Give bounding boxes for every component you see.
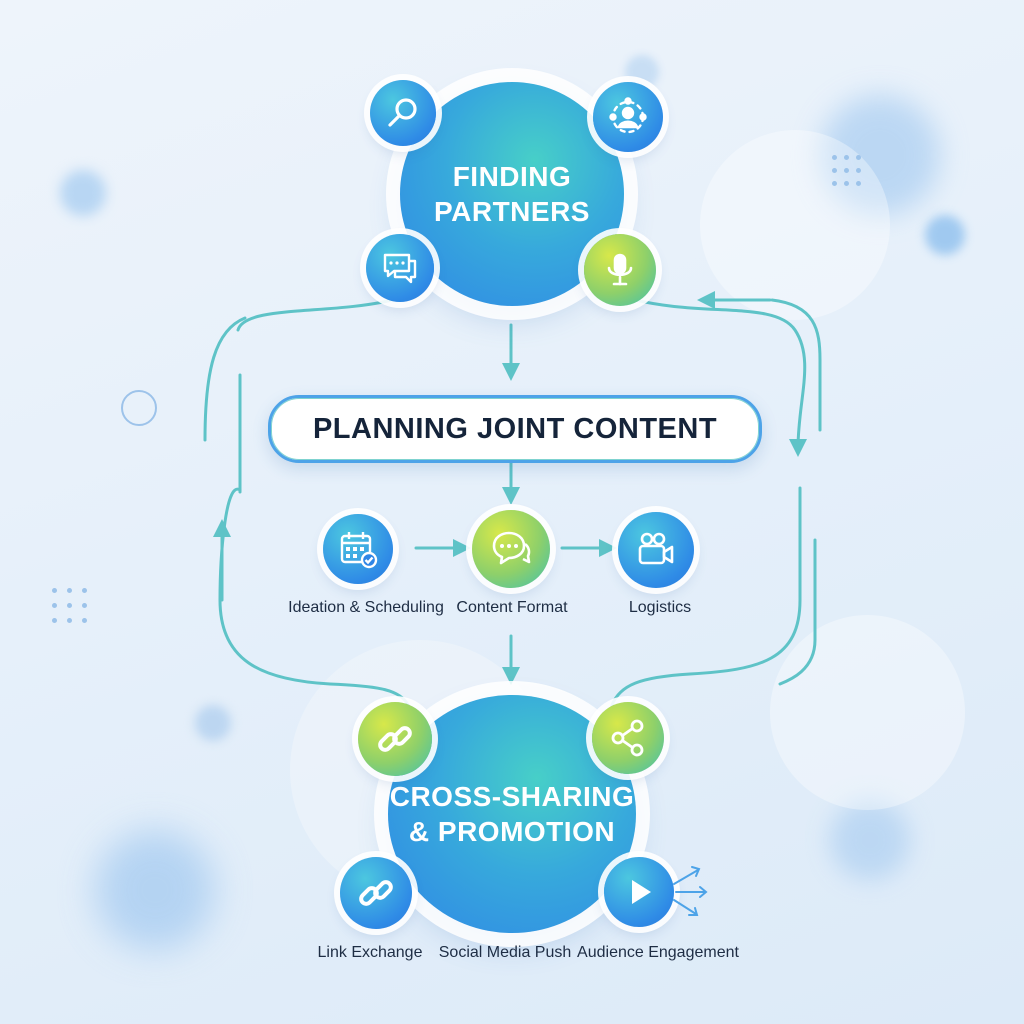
planning-joint-content-bar: PLANNING JOINT CONTENT xyxy=(268,395,762,463)
calendar-icon xyxy=(323,514,393,584)
background-blob xyxy=(770,615,965,810)
decorative-dots xyxy=(52,588,87,623)
cross-sharing-line1: CROSS-SHARING xyxy=(389,781,635,812)
background-blob xyxy=(925,215,965,255)
background-blob xyxy=(195,705,231,741)
left-loop-outer xyxy=(236,298,394,332)
background-blob xyxy=(830,800,910,880)
right-loop-lower-2 xyxy=(778,538,817,686)
background-blob xyxy=(95,830,215,950)
microphone-icon xyxy=(584,234,656,306)
finding-partners-line2: PARTNERS xyxy=(434,196,590,227)
share-icon xyxy=(592,702,664,774)
step-label-content-format: Content Format xyxy=(456,599,568,616)
right-loop-upper xyxy=(626,296,808,457)
link-exchange-icon xyxy=(340,857,412,929)
background-blob xyxy=(820,95,940,215)
chat-icon xyxy=(366,234,434,302)
play-icon xyxy=(604,857,674,927)
background-blob xyxy=(60,170,106,216)
video-camera-icon xyxy=(618,512,694,588)
decorative-dots xyxy=(832,155,861,186)
decorative-ring xyxy=(121,390,157,426)
right-loop-outer xyxy=(770,298,822,432)
step-label-ideation: Ideation & Scheduling xyxy=(288,599,444,616)
cross-sharing-line2: & PROMOTION xyxy=(408,816,616,847)
search-icon xyxy=(370,80,436,146)
step-label-audience-engagement: Audience Engagement xyxy=(577,944,739,961)
finding-partners-line1: FINDING xyxy=(452,161,572,192)
right-loop-lower xyxy=(610,486,802,707)
finding-partners-node: FINDING PARTNERS xyxy=(400,82,624,306)
link-icon xyxy=(358,702,432,776)
planning-joint-content-label: PLANNING JOINT CONTENT xyxy=(312,412,718,445)
network-person-icon xyxy=(593,82,663,152)
step-label-social-media-push: Social Media Push xyxy=(438,944,572,961)
left-loop-line xyxy=(203,316,247,442)
background-blob xyxy=(700,130,890,320)
step-label-logistics: Logistics xyxy=(628,599,692,616)
chat-bubbles-icon xyxy=(472,510,550,588)
step-label-link-exchange: Link Exchange xyxy=(317,944,423,961)
